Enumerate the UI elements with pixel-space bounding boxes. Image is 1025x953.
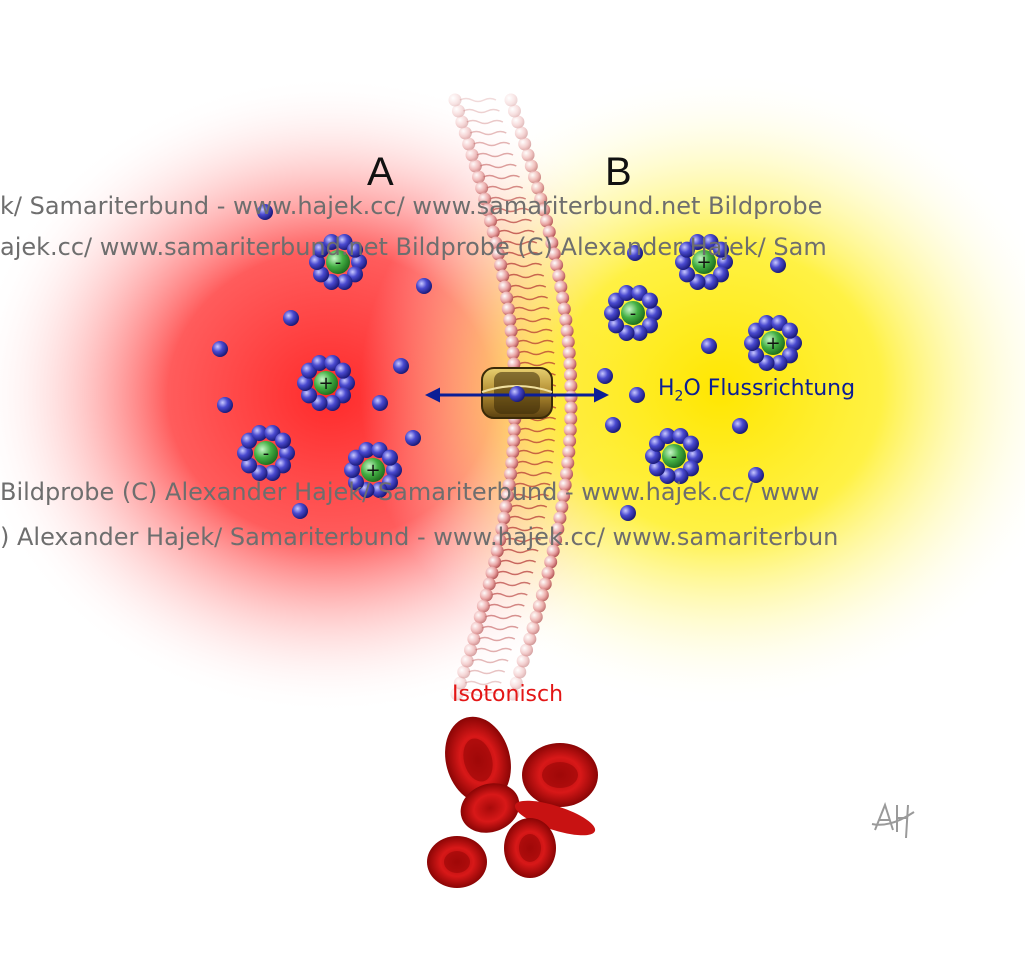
water-molecule <box>217 397 233 413</box>
anion-icon: - <box>237 425 295 481</box>
svg-text:+: + <box>365 460 380 481</box>
water-molecule <box>748 467 764 483</box>
water-molecule <box>405 430 421 446</box>
anion-icon: - <box>645 428 703 484</box>
water-molecule <box>416 278 432 294</box>
water-molecules <box>212 204 786 521</box>
water-molecule <box>212 341 228 357</box>
compartment-label-b: B <box>605 150 632 194</box>
water-molecule <box>605 417 621 433</box>
water-molecule <box>629 387 645 403</box>
flow-h: H <box>658 376 675 401</box>
svg-text:-: - <box>335 252 342 273</box>
watermark-line: k/ Samariterbund - www.hajek.cc/ www.sam… <box>0 192 823 220</box>
svg-text:-: - <box>671 446 678 467</box>
water-molecule <box>283 310 299 326</box>
signature-icon <box>871 802 915 839</box>
water-molecule <box>372 395 388 411</box>
watermark-line: ajek.cc/ www.samariterbund.net Bildprobe… <box>0 233 827 261</box>
svg-text:+: + <box>696 252 711 273</box>
cation-icon: + <box>675 234 733 290</box>
water-molecule <box>292 503 308 519</box>
water-molecule <box>701 338 717 354</box>
flow-text: O Flussrichtung <box>683 376 856 401</box>
svg-text:+: + <box>318 373 333 394</box>
svg-text:-: - <box>263 443 270 464</box>
svg-text:-: - <box>630 303 637 324</box>
compartment-label-a: A <box>367 150 394 194</box>
water-molecule <box>257 204 273 220</box>
water-molecule <box>597 368 613 384</box>
cation-icon: + <box>297 355 355 411</box>
water-molecule <box>770 257 786 273</box>
anion-icon: - <box>309 234 367 290</box>
watermark-line: ) Alexander Hajek/ Samariterbund - www.h… <box>0 523 839 551</box>
water-molecule <box>732 418 748 434</box>
cation-icon: + <box>744 315 802 371</box>
cation-icon: + <box>344 442 402 498</box>
red-blood-cells-icon <box>427 716 598 888</box>
water-flow-label: H2O Flussrichtung <box>658 376 855 404</box>
watermark-line: Bildprobe (C) Alexander Hajek/ Samariter… <box>0 478 820 506</box>
flow-subscript: 2 <box>674 388 684 405</box>
anion-icon: - <box>604 285 662 341</box>
hydrated-ions: - + - + + - + - <box>237 234 802 498</box>
svg-text:+: + <box>765 333 780 354</box>
tonicity-label: Isotonisch <box>452 682 564 707</box>
water-molecule <box>393 358 409 374</box>
water-molecule <box>620 505 636 521</box>
water-molecule <box>509 386 525 402</box>
water-molecule <box>627 245 643 261</box>
